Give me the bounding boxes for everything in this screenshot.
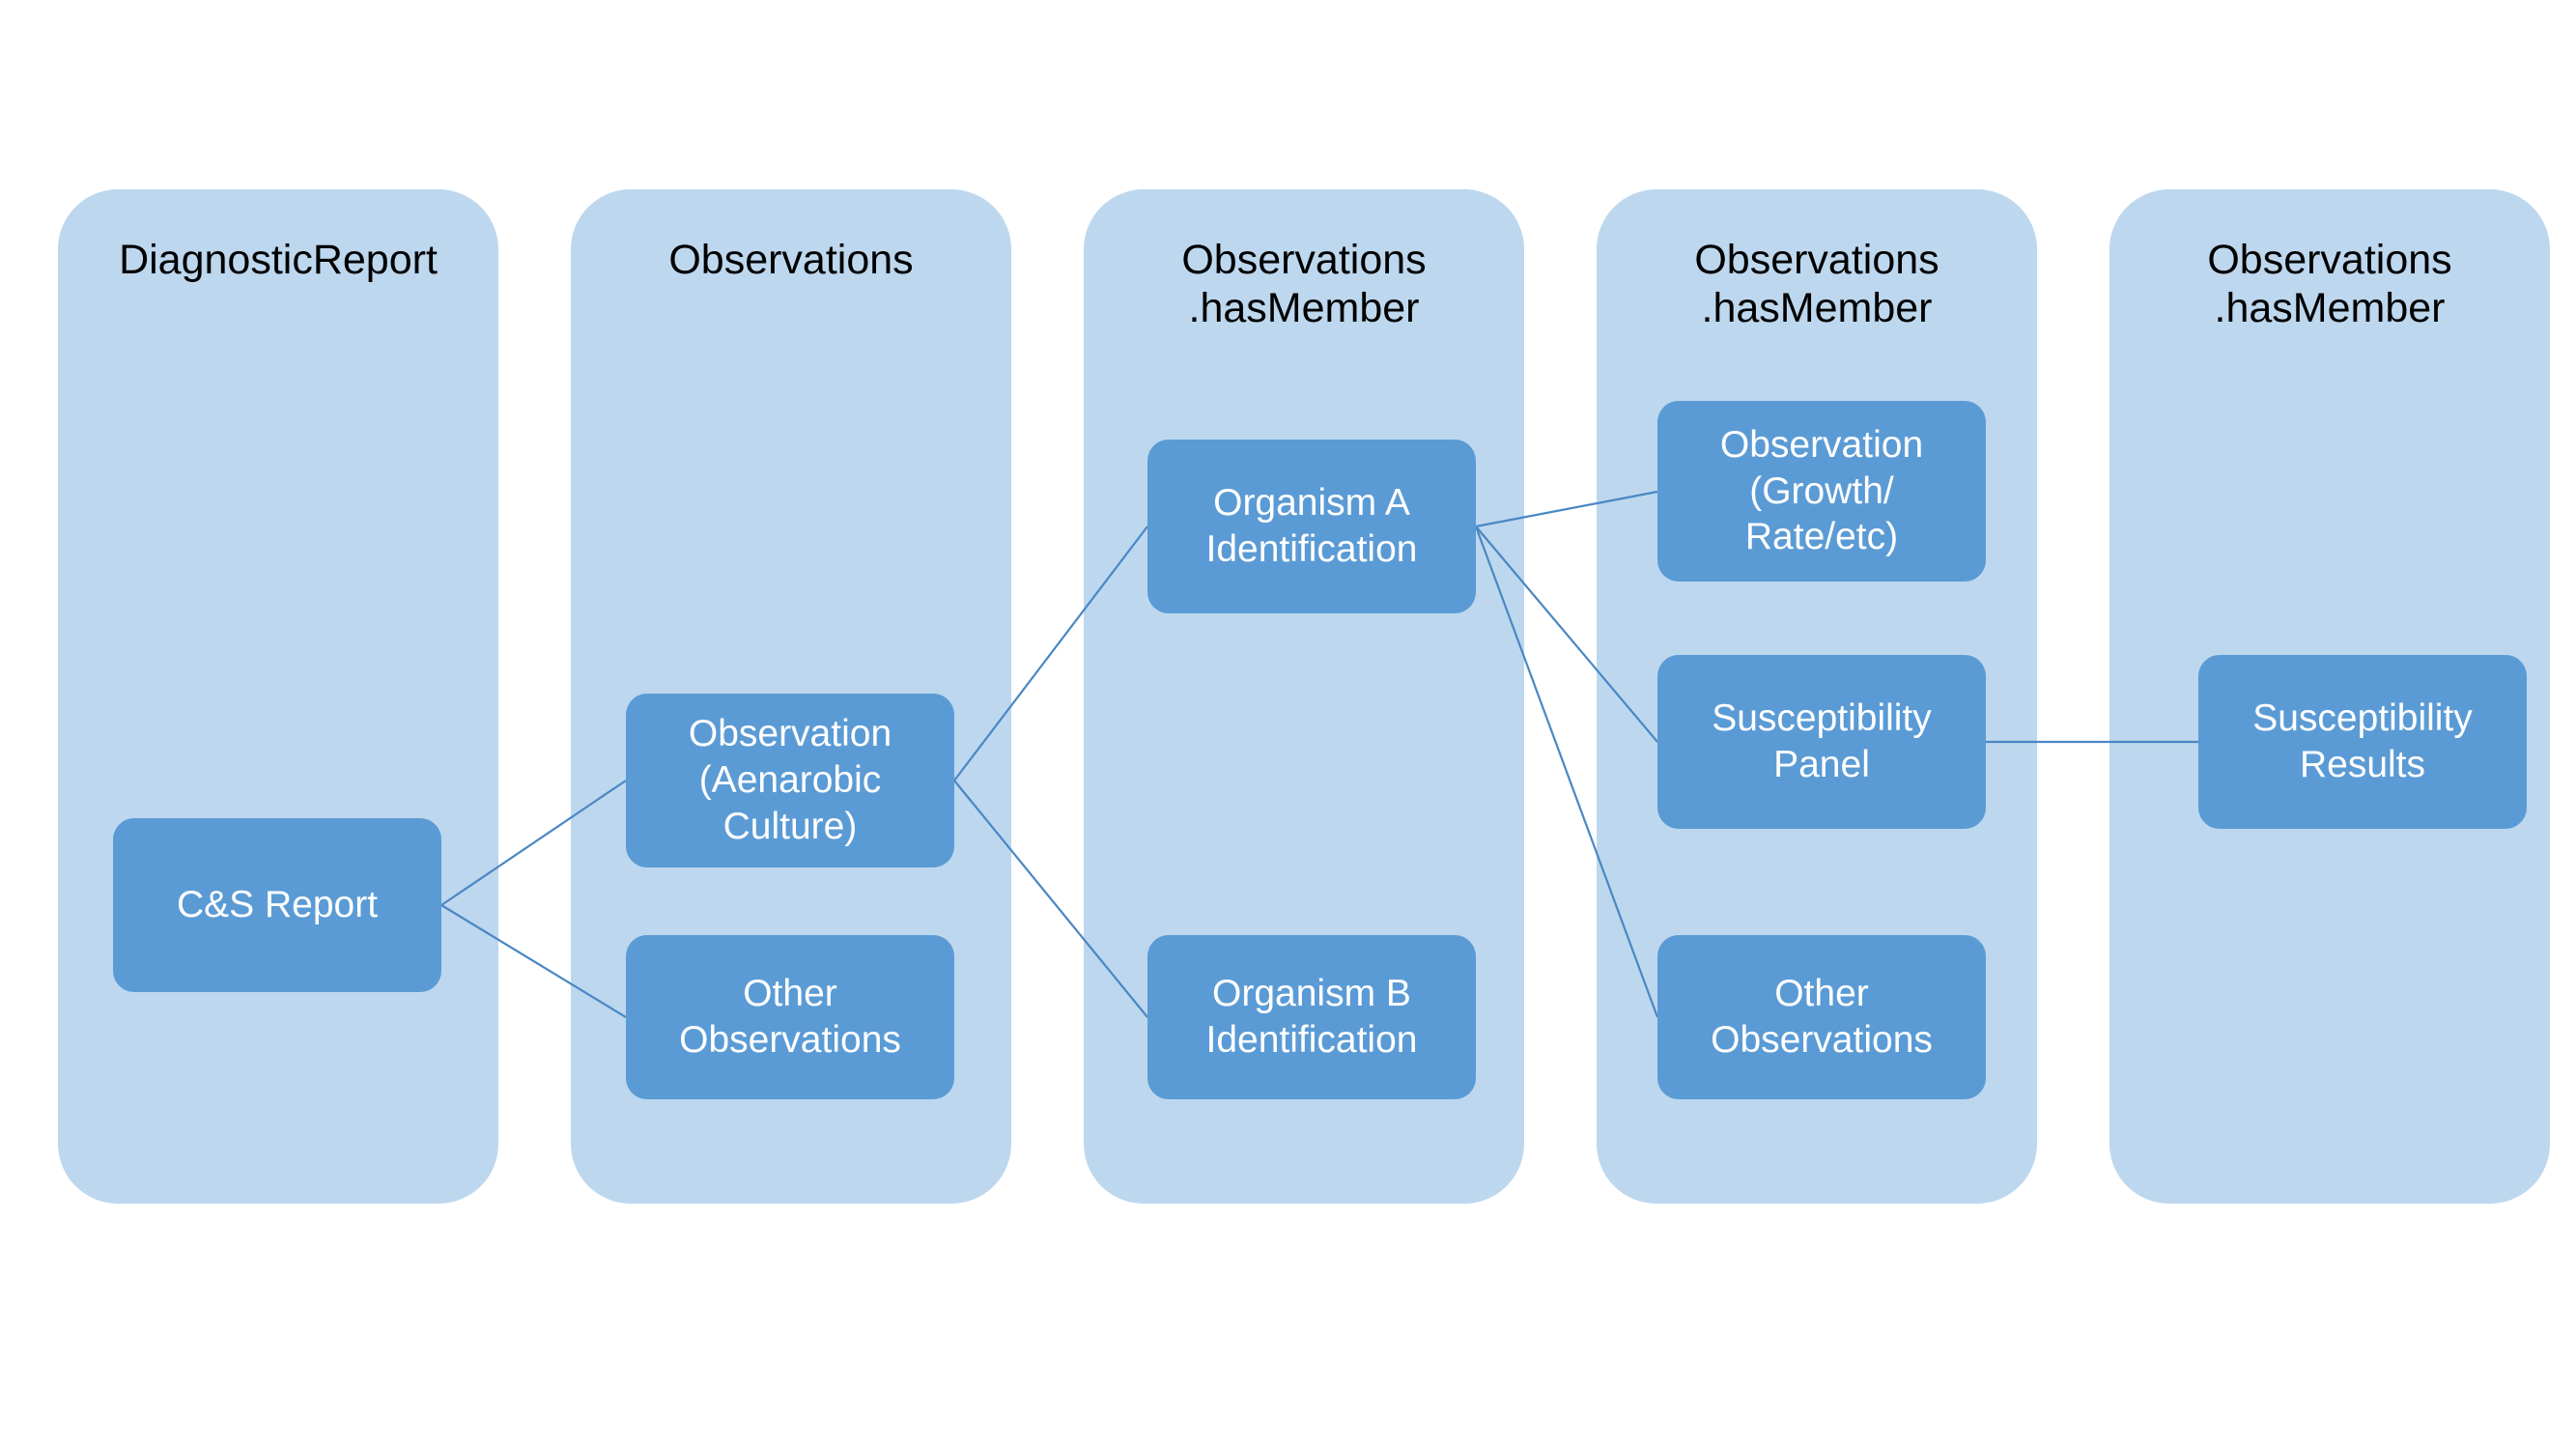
lane-title-observations-hasmember-3: Observations .hasMember xyxy=(2207,237,2452,332)
node-organism-b-identification[interactable]: Organism B Identification xyxy=(1147,935,1476,1099)
lane-title-observations-hasmember-2: Observations .hasMember xyxy=(1694,237,1939,332)
node-other-observations-col2[interactable]: Other Observations xyxy=(626,935,954,1099)
node-susceptibility-results[interactable]: Susceptibility Results xyxy=(2198,655,2527,829)
node-observation-aenarobic-culture[interactable]: Observation (Aenarobic Culture) xyxy=(626,694,954,867)
node-organism-a-identification[interactable]: Organism A Identification xyxy=(1147,440,1476,613)
lane-title-observations: Observations xyxy=(668,237,914,283)
lane-title-observations-hasmember-1: Observations .hasMember xyxy=(1181,237,1427,332)
node-observation-growth-rate[interactable]: Observation (Growth/ Rate/etc) xyxy=(1657,401,1986,582)
node-other-observations-col4[interactable]: Other Observations xyxy=(1657,935,1986,1099)
node-cs-report[interactable]: C&S Report xyxy=(113,818,441,992)
lane-title-diagnosticreport: DiagnosticReport xyxy=(119,237,438,283)
node-susceptibility-panel[interactable]: Susceptibility Panel xyxy=(1657,655,1986,829)
lane-diagnosticreport[interactable]: DiagnosticReport xyxy=(58,189,498,1204)
